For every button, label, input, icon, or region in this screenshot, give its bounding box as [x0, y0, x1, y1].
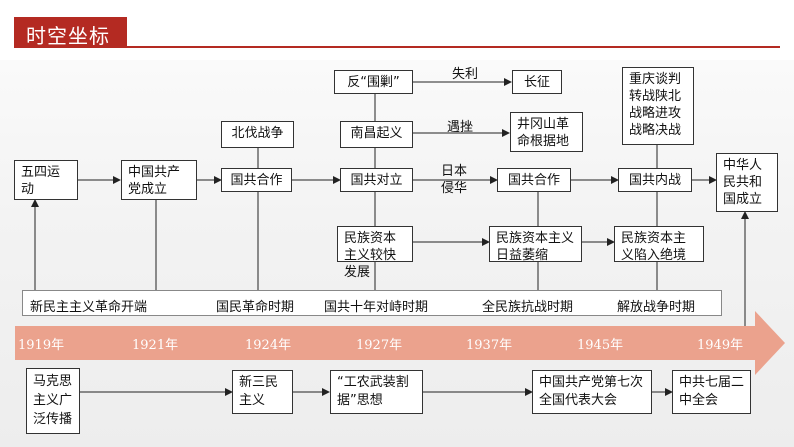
box-wusi: 五四运动 — [14, 160, 78, 200]
year-1927: 1927年 — [356, 338, 403, 353]
box-capital-2: 民族资本主义日益萎缩 — [489, 226, 582, 263]
box-northern-expedition: 北伐战争 — [221, 121, 294, 148]
timeline-arrow — [15, 326, 755, 360]
box-capital-3: 民族资本主义陷入绝境 — [614, 226, 704, 263]
box-new-three-principles: 新三民主义 — [232, 370, 293, 414]
box-workers-peasants: “工农武装割据”思想 — [330, 370, 423, 414]
box-nanchang: 南昌起义 — [340, 121, 413, 148]
period-5: 解放战争时期 — [617, 300, 696, 315]
box-coop1: 国共合作 — [221, 168, 292, 192]
box-confront: 国共对立 — [340, 168, 413, 192]
box-capital-1: 民族资本主义较快发展 — [337, 226, 413, 280]
box-anti-encirclement: 反“围剿” — [334, 70, 413, 94]
year-1919: 1919年 — [18, 338, 65, 353]
year-1937: 1937年 — [466, 338, 513, 353]
page-title: 时空坐标 — [26, 24, 110, 48]
period-stripe — [22, 290, 722, 316]
label-japan: 日本侵华 — [441, 164, 468, 196]
year-1921: 1921年 — [132, 338, 179, 353]
box-coop2: 国共合作 — [497, 168, 571, 192]
box-chongqing: 重庆谈判转战陕北战略进攻战略决战 — [622, 67, 694, 145]
box-seventh-congress: 中国共产党第七次全国代表大会 — [532, 370, 652, 414]
title-underline — [127, 46, 780, 48]
year-1945: 1945年 — [577, 338, 624, 353]
box-second-plenum: 中共七届二中全会 — [672, 370, 751, 414]
timeline-arrowhead — [755, 311, 785, 375]
box-cpc-founding: 中国共产党成立 — [121, 160, 197, 200]
label-shili: 失利 — [452, 67, 479, 82]
period-2: 国民革命时期 — [216, 300, 295, 315]
box-prc-founding: 中华人民共和国成立 — [716, 153, 778, 212]
title-banner: 时空坐标 — [14, 17, 127, 48]
box-civil-war: 国共内战 — [618, 168, 692, 192]
period-4: 全民族抗战时期 — [482, 300, 574, 315]
label-yucuo: 遇挫 — [447, 120, 474, 135]
year-1924: 1924年 — [245, 338, 292, 353]
period-1: 新民主主义革命开端 — [30, 300, 148, 315]
box-long-march: 长征 — [512, 70, 562, 94]
year-1949: 1949年 — [697, 338, 744, 353]
period-3: 国共十年对峙时期 — [324, 300, 429, 315]
box-jinggangshan: 井冈山革命根据地 — [510, 112, 583, 152]
box-marxism: 马克思主义广泛传播 — [26, 368, 80, 434]
